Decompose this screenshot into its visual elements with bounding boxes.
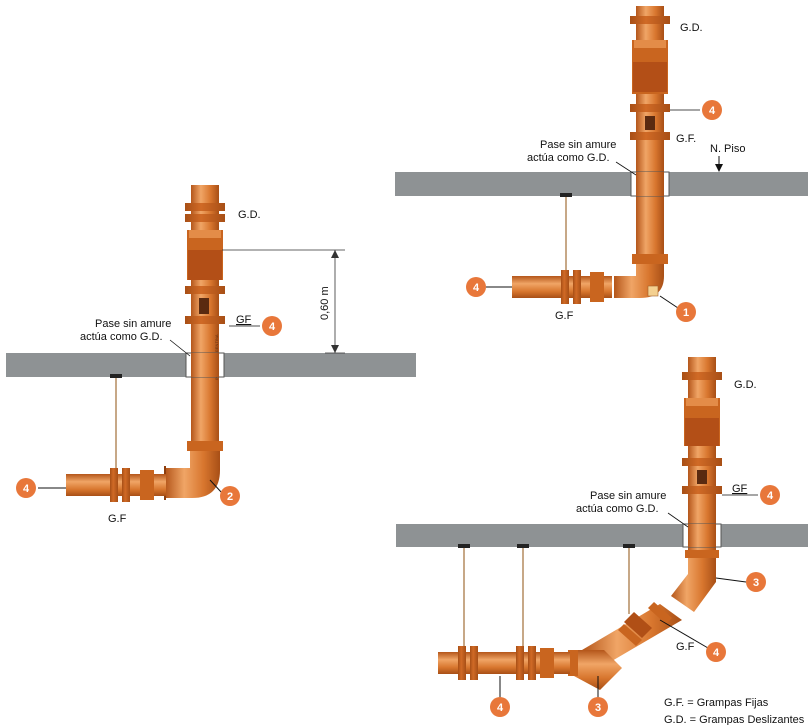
floor-slab-bottom-right [396, 524, 808, 547]
elbow-90-left [164, 441, 223, 500]
elbow-90-top-right [614, 254, 668, 298]
floor-slab-top-right [395, 172, 808, 196]
horizontal-branch-top-right [512, 193, 612, 304]
label-gf-bottom-top-right: G.F [555, 310, 574, 322]
pase-label-bottom-right-1: Pase sin amure [590, 490, 666, 502]
legend-gd: G.D. = Grampas Deslizantes [664, 714, 805, 725]
marker-3-upper [746, 572, 766, 592]
label-gd-bottom-right: G.D. [734, 379, 757, 391]
marker-4-left-gf [262, 316, 282, 336]
label-gf-inclined: G.F [676, 641, 695, 653]
inclined-pipe [582, 544, 682, 668]
marker-3-lower-num: 3 [595, 702, 601, 714]
pase-label-top-right-2: actúa como G.D. [527, 152, 610, 164]
label-gf-top-right: G.F. [676, 133, 696, 145]
label-n-piso: N. Piso [710, 143, 745, 155]
horizontal-branch-bottom-right [438, 544, 570, 680]
pase-label-left-2: actúa como G.D. [80, 331, 163, 343]
label-gd-left: G.D. [238, 209, 261, 221]
marker-1-num: 1 [683, 307, 689, 319]
elbow-45-upper [671, 550, 719, 612]
marker-4-left-branch-num: 4 [23, 483, 30, 495]
marker-2 [220, 486, 240, 506]
marker-4-left-branch [16, 478, 36, 498]
label-gd-top-right: G.D. [680, 22, 703, 34]
marker-4-bottom-right-gf [760, 485, 780, 505]
marker-4-bottom-right-gf-num: 4 [767, 490, 774, 502]
vertical-riser-bottom-right [682, 357, 722, 582]
dimension-line-060 [222, 249, 345, 354]
pase-label-left-1: Pase sin amure [95, 318, 171, 330]
marker-4-bottom-right-branch-num: 4 [497, 702, 504, 714]
vertical-riser-left: INDUSTRIA ARGENTINA [185, 185, 225, 450]
pase-label-top-right-1: Pase sin amure [540, 139, 616, 151]
marker-4-bottom-right-inclined-num: 4 [713, 647, 720, 659]
legend-gf: G.F. = Grampas Fijas [664, 697, 769, 709]
vertical-riser-top-right [630, 6, 670, 256]
marker-4-top-right-gf-num: 4 [709, 105, 716, 117]
elbow-45-lower [568, 650, 622, 690]
marker-2-num: 2 [227, 491, 233, 503]
marker-4-bottom-right-inclined [706, 642, 726, 662]
marker-3-lower [588, 697, 608, 717]
marker-4-top-right-gf [702, 100, 722, 120]
horizontal-branch-left [66, 374, 166, 502]
dimension-label: 0,60 m [319, 286, 331, 320]
marker-4-left-gf-num: 4 [269, 321, 276, 333]
marker-1 [676, 302, 696, 322]
marker-4-top-right-branch-num: 4 [473, 282, 480, 294]
label-gf-bottom-left: G.F [108, 513, 127, 525]
marker-3-upper-num: 3 [753, 577, 759, 589]
marker-4-bottom-right-branch [490, 697, 510, 717]
marker-4-top-right-branch [466, 277, 486, 297]
label-gf-left: GF [236, 314, 252, 326]
label-gf-bottom-right: GF [732, 483, 748, 495]
pase-label-bottom-right-2: actúa como G.D. [576, 503, 659, 515]
